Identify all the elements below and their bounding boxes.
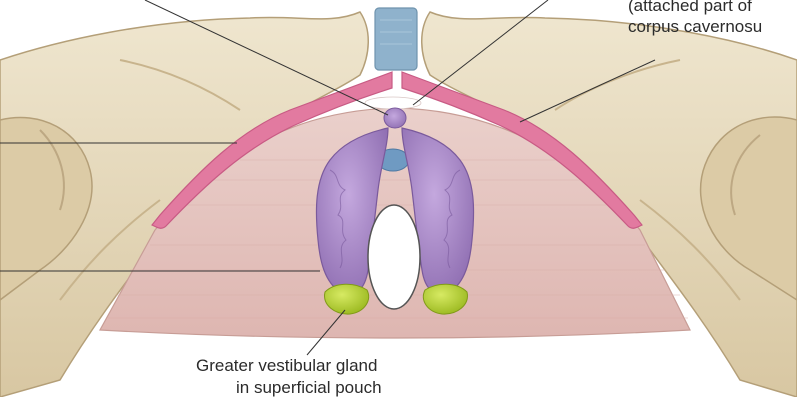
label-attached-part: (attached part of	[628, 0, 752, 16]
clitoris-gap	[365, 97, 421, 109]
label-corpus-cavernosum: corpus cavernosu	[628, 17, 762, 37]
label-superficial-pouch: in superficial pouch	[236, 378, 382, 397]
glans-of-clitoris	[384, 108, 406, 128]
pubic-symphysis	[375, 8, 417, 70]
label-greater-vestibular-gland: Greater vestibular gland	[196, 356, 377, 376]
vaginal-opening	[368, 205, 420, 309]
